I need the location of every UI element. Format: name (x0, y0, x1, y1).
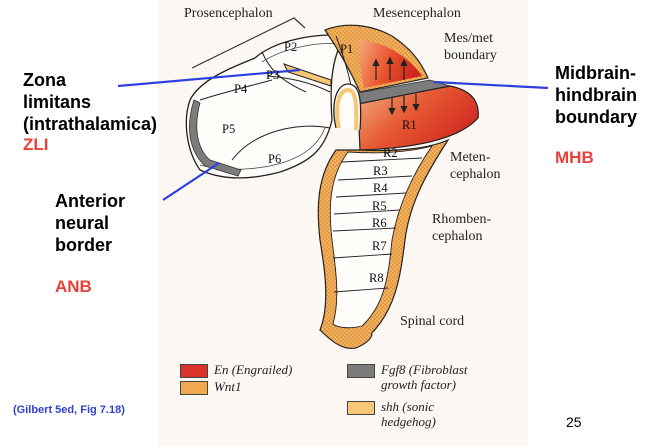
zli-label-line3: (intrathalamica) (23, 114, 158, 134)
zli-label-line2: limitans (23, 92, 92, 112)
legend-swatch-en (180, 364, 208, 378)
r1-arrows (388, 94, 420, 116)
segment-r2: R2 (383, 146, 398, 160)
rhombomere-dividers (332, 157, 423, 293)
mes-met-boundary-label: boundary (444, 48, 497, 63)
mesencephalon-label: Mesencephalon (373, 6, 461, 21)
anb-pointer-line (162, 162, 220, 201)
ventricle-shh (335, 87, 359, 131)
legend-label-shh-2: hedgehog) (381, 414, 436, 429)
segment-p1: P1 (340, 42, 354, 56)
segment-r1: R1 (402, 118, 417, 132)
spinal-cord-label: Spinal cord (400, 314, 465, 329)
zli-pointer-line (117, 68, 301, 88)
anb-fgf8-border (189, 99, 242, 177)
prosencephalon-label: Prosencephalon (184, 6, 273, 21)
r1-region (357, 85, 479, 151)
page-number: 25 (566, 414, 582, 430)
mes-met-label: Mes/met (444, 31, 493, 46)
legend-swatch-shh (347, 401, 375, 415)
p4-line (199, 79, 273, 101)
legend-label-en: En (Engrailed) (214, 362, 293, 377)
legend-swatch-wnt1 (180, 381, 208, 395)
metencephalon-label-1: Meten- (450, 150, 491, 165)
mhb-pointer-line (433, 80, 549, 90)
legend-label-shh-1: shh (sonic (381, 399, 435, 414)
metencephalon-label-2: cephalon (450, 167, 501, 182)
legend-label-fgf8-1: Fgf8 (Fibroblast (381, 362, 468, 377)
anb-label-line1: Anterior (55, 191, 126, 211)
legend-swatch-fgf8 (347, 364, 375, 378)
segment-r3: R3 (373, 164, 388, 178)
segment-r6: R6 (372, 216, 387, 230)
segment-p4: P4 (234, 82, 248, 96)
mhb-label-line2: hindbrain (555, 85, 637, 105)
mhb-label-line1: Midbrain- (555, 63, 636, 83)
segment-p3: P3 (266, 68, 280, 82)
anb-label-line2: neural (55, 213, 110, 233)
zli-abbreviation: ZLI (23, 135, 49, 154)
legend-label-wnt1: Wnt1 (214, 379, 242, 394)
citation: (Gilbert 5ed, Fig 7.18) (13, 404, 125, 416)
prosencephalon-bracket (191, 17, 306, 69)
segment-r4: R4 (373, 181, 388, 195)
spinal-cord-tail (319, 329, 373, 349)
segment-p6: P6 (268, 152, 282, 166)
segment-p2: P2 (284, 40, 298, 54)
anb-label-line3: border (55, 235, 113, 255)
p5-p6-line (231, 125, 331, 161)
rhombencephalon-label-2: cephalon (432, 229, 483, 244)
segment-r5: R5 (372, 199, 387, 213)
anb-abbreviation: ANB (55, 277, 92, 296)
segment-r7: R7 (372, 239, 387, 253)
segment-r8: R8 (369, 271, 384, 285)
legend-label-fgf8-2: growth factor) (381, 377, 456, 392)
segment-p5: P5 (222, 122, 236, 136)
rhombencephalon-label-1: Rhomben- (432, 212, 492, 227)
p2-p3-line (261, 51, 307, 93)
zli-label-line1: Zona (23, 70, 66, 90)
mhb-label-line3: boundary (555, 107, 638, 127)
mesencephalon-arrows (372, 56, 408, 80)
mhb-abbreviation: MHB (555, 148, 594, 167)
p3-line (267, 75, 331, 93)
hindbrain-inner (329, 145, 434, 329)
